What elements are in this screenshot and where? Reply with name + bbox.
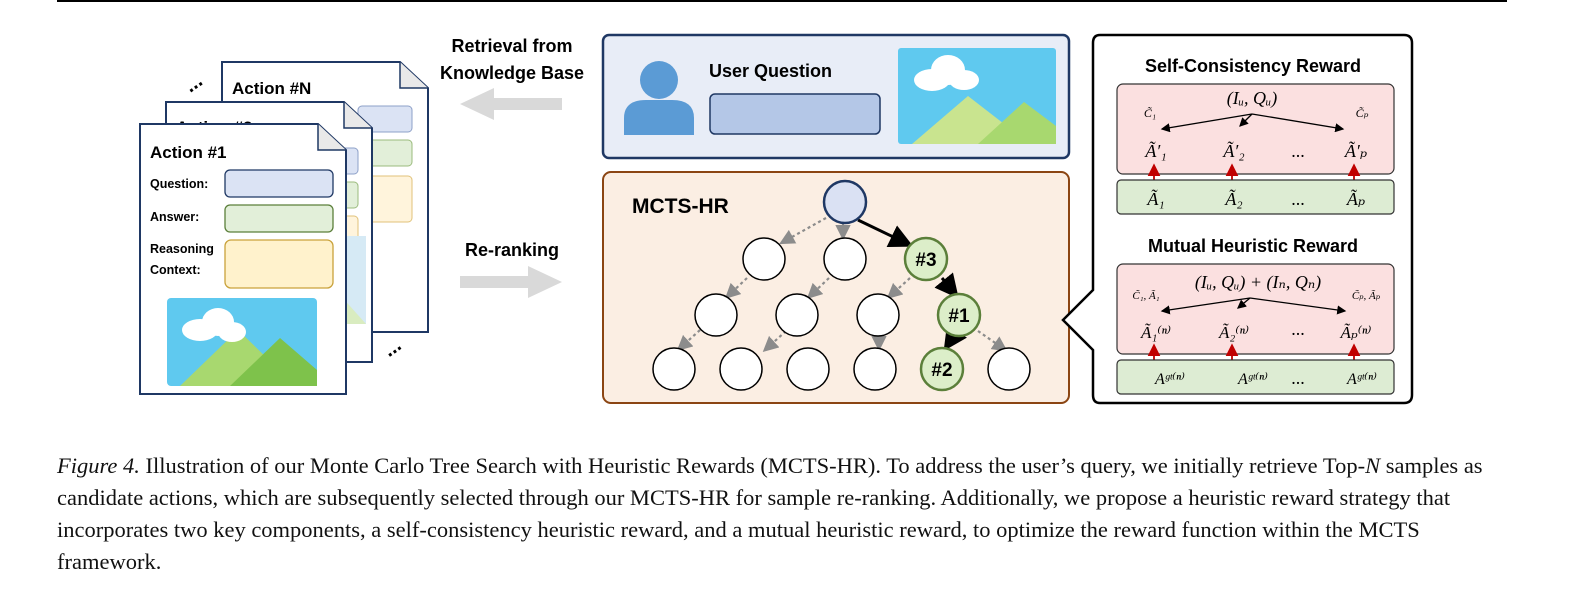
mh-left-label: C̃₁, Ã₁ xyxy=(1132,289,1159,302)
context-label-2: Context: xyxy=(150,263,201,277)
mh-top-formula: (Iᵤ, Qᵤ) + (Iₙ, Qₙ) xyxy=(1195,272,1321,293)
mh-gt-2: Aᵍᵗ⁽ⁿ⁾ xyxy=(1237,371,1268,388)
figure-caption: Figure 4. Illustration of our Monte Carl… xyxy=(57,450,1507,578)
sc-cp: C̃ₚ xyxy=(1356,106,1369,120)
stack-ellipsis-top: ... xyxy=(180,70,206,98)
mh-title: Mutual Heuristic Reward xyxy=(1148,236,1358,256)
mcts-node-2 xyxy=(919,346,965,392)
sc-c1: C̃₁ xyxy=(1144,106,1156,120)
sc-a1: Ã₁ xyxy=(1146,189,1164,209)
sc-a1-prime: Ã′₁ xyxy=(1144,141,1166,161)
rerank-label: Re-ranking xyxy=(465,240,559,260)
mcts-node xyxy=(694,293,738,337)
question-label: Question: xyxy=(150,177,208,191)
sc-dots-bottom: ... xyxy=(1291,189,1305,209)
mcts-panel: MCTS-HR #3 #1 # xyxy=(602,171,1070,404)
mcts-node xyxy=(652,347,696,391)
context-box xyxy=(224,239,334,289)
context-label-1: Reasoning xyxy=(150,242,214,256)
rerank-arrow xyxy=(460,266,562,298)
mh-right-label: C̃ₚ, Ãₚ xyxy=(1352,289,1381,302)
mh-green-row xyxy=(1116,359,1395,395)
question-box xyxy=(224,169,334,198)
figure-diagram: Action #N ... Action #2 ... Action #1 Qu… xyxy=(57,0,1507,405)
mcts-node-1 xyxy=(936,292,982,338)
user-question-label: User Question xyxy=(709,61,832,81)
mcts-node xyxy=(987,347,1031,391)
mcts-node xyxy=(823,237,867,281)
user-avatar-icon xyxy=(624,61,694,135)
caption-n: N xyxy=(1365,453,1381,478)
retrieval-arrow xyxy=(460,88,562,120)
action-card-stack: Action #N ... Action #2 ... Action #1 Qu… xyxy=(139,61,429,395)
mcts-node xyxy=(853,347,897,391)
sc-top-formula: (Iᵤ, Qᵤ) xyxy=(1227,88,1278,109)
mcts-edges xyxy=(676,217,1008,352)
sc-a2-prime: Ã′₂ xyxy=(1222,141,1244,161)
mh-dots-bottom: ... xyxy=(1291,368,1305,388)
card-n-title: Action #N xyxy=(232,79,311,98)
stack-ellipsis-bottom: ... xyxy=(379,334,405,362)
retrieval-label-line1: Retrieval from xyxy=(451,36,572,56)
mcts-title: MCTS-HR xyxy=(632,195,729,218)
sc-ap-prime: Ã′ₚ xyxy=(1344,141,1367,161)
sc-green-row xyxy=(1116,179,1395,215)
mcts-node xyxy=(786,347,830,391)
card-1-title: Action #1 xyxy=(150,143,227,162)
mh-gt-1: Aᵍᵗ⁽ⁿ⁾ xyxy=(1154,371,1185,388)
reward-panel: Self-Consistency Reward (Iᵤ, Qᵤ) C̃₁ C̃ₚ… xyxy=(1061,33,1414,405)
caption-label: Figure 4. xyxy=(57,453,140,478)
mcts-node-3 xyxy=(903,236,949,282)
answer-label: Answer: xyxy=(150,210,199,224)
mh-a2: Ã₂⁽ⁿ⁾ xyxy=(1218,323,1249,342)
mh-ap: Ãₚ⁽ⁿ⁾ xyxy=(1340,323,1372,342)
mh-gt-3: Aᵍᵗ⁽ⁿ⁾ xyxy=(1346,371,1377,388)
action-card-1: Action #1 Question: Answer: Reasoning Co… xyxy=(139,123,347,395)
sc-ap: Ãₚ xyxy=(1346,189,1365,209)
mcts-node xyxy=(856,293,900,337)
caption-text-2: samples as candidate actions, which are … xyxy=(57,453,1483,574)
mh-dots-top: ... xyxy=(1291,319,1305,339)
user-image-icon xyxy=(898,48,1056,144)
sc-a2: Ã₂ xyxy=(1224,189,1242,209)
user-question-panel: User Question xyxy=(601,33,1071,160)
caption-text-1: Illustration of our Monte Carlo Tree Sea… xyxy=(145,453,1366,478)
sc-dots-top: ... xyxy=(1291,141,1305,161)
mcts-node-3-label: #3 xyxy=(915,250,936,271)
card-image-icon xyxy=(167,298,317,386)
mcts-root-node xyxy=(822,179,868,225)
mcts-node-2-label: #2 xyxy=(931,360,952,381)
user-question-box xyxy=(709,93,881,135)
mcts-node xyxy=(775,293,819,337)
sc-title: Self-Consistency Reward xyxy=(1145,56,1361,76)
mcts-node xyxy=(719,347,763,391)
mh-pink-box xyxy=(1116,263,1395,355)
retrieval-label-line2: Knowledge Base xyxy=(440,63,584,83)
mcts-node-1-label: #1 xyxy=(948,306,970,327)
mh-a1: Ã₁⁽ⁿ⁾ xyxy=(1140,323,1171,342)
mcts-node xyxy=(742,237,786,281)
sc-pink-box xyxy=(1116,83,1395,175)
answer-box xyxy=(224,204,334,233)
